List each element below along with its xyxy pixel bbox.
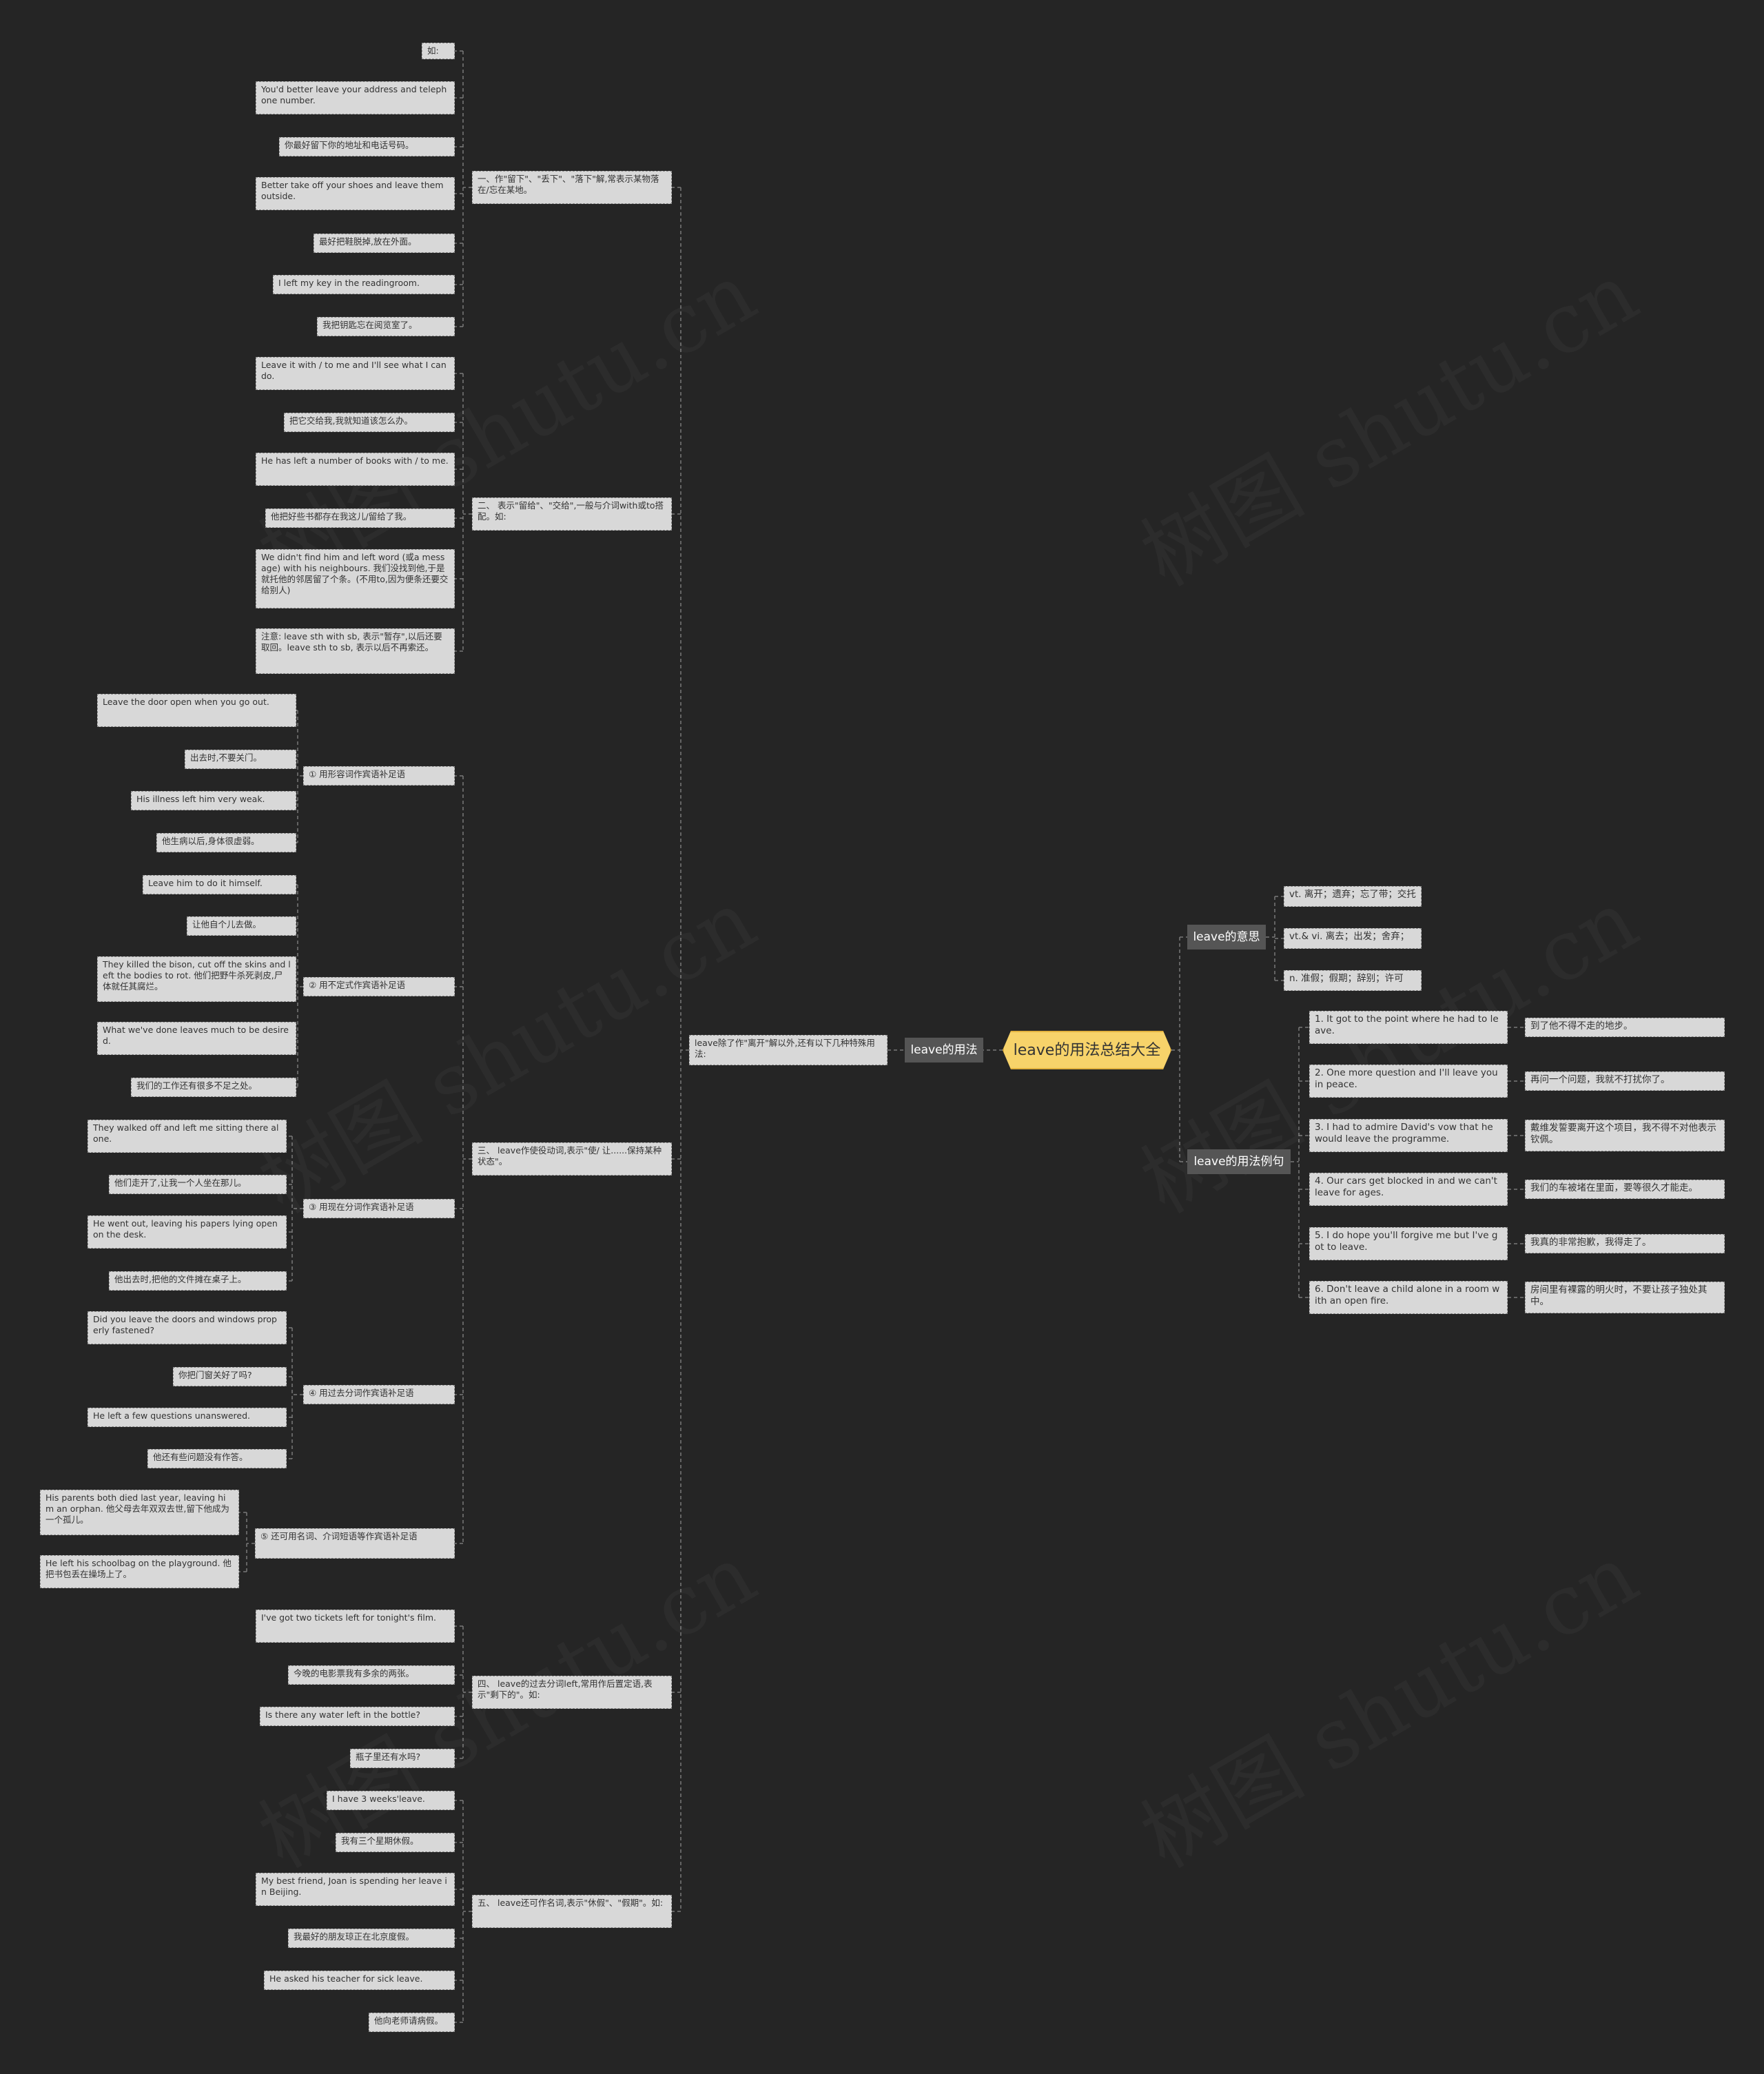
example-note[interactable]: 他向老师请病假。 <box>369 2013 455 2032</box>
sub-section-heading[interactable]: ④ 用过去分词作宾语补足语 <box>303 1385 455 1404</box>
example-note[interactable]: What we've done leaves much to be desire… <box>97 1022 296 1055</box>
example-translation[interactable]: 到了他不得不走的地步。 <box>1525 1018 1725 1037</box>
example-note[interactable]: My best friend, Joan is spending her lea… <box>256 1873 455 1906</box>
root-topic[interactable]: leave的用法总结大全 <box>1003 1031 1171 1069</box>
example-note[interactable]: You'd better leave your address and tele… <box>256 81 455 114</box>
example-sentence[interactable]: 5. I do hope you'll forgive me but I've … <box>1309 1227 1508 1260</box>
example-note[interactable]: 注意: leave sth with sb, 表示"暂存",以后还要取回。lea… <box>256 628 455 674</box>
example-sentence[interactable]: 3. I had to admire David's vow that he w… <box>1309 1119 1508 1152</box>
sub-section-heading[interactable]: ③ 用现在分词作宾语补足语 <box>303 1199 455 1218</box>
example-translation[interactable]: 我们的车被堵在里面，要等很久才能走。 <box>1525 1180 1725 1199</box>
example-note[interactable]: They killed the bison, cut off the skins… <box>97 956 296 1002</box>
branch-examples[interactable]: leave的用法例句 <box>1187 1149 1291 1174</box>
usage-intro[interactable]: leave除了作"离开"解以外,还有以下几种特殊用法: <box>689 1035 888 1065</box>
branch-meaning[interactable]: leave的意思 <box>1187 925 1266 949</box>
example-sentence[interactable]: 6. Don't leave a child alone in a room w… <box>1309 1281 1508 1314</box>
example-note[interactable]: I've got two tickets left for tonight's … <box>256 1610 455 1643</box>
section-heading[interactable]: 一、作"留下"、"丢下"、"落下"解,常表示某物落在/忘在某地。 <box>472 171 672 204</box>
example-note[interactable]: His illness left him very weak. <box>131 791 296 810</box>
example-note[interactable]: 如: <box>422 43 455 59</box>
meaning-item[interactable]: vt. 离开；遗弃；忘了带；交托 <box>1284 886 1422 907</box>
section-heading[interactable]: 五、 leave还可作名词,表示"休假"、"假期"。如: <box>472 1895 672 1928</box>
example-note[interactable]: 你把门窗关好了吗? <box>173 1367 287 1386</box>
example-note[interactable]: 你最好留下你的地址和电话号码。 <box>279 137 455 156</box>
sub-section-heading[interactable]: ⑤ 还可用名词、介词短语等作宾语补足语 <box>255 1528 455 1559</box>
branch-usage[interactable]: leave的用法 <box>905 1038 983 1062</box>
example-translation[interactable]: 我真的非常抱歉，我得走了。 <box>1525 1234 1725 1253</box>
example-note[interactable]: 他把好些书都存在我这儿/留给了我。 <box>265 509 455 528</box>
example-note[interactable]: Better take off your shoes and leave the… <box>256 177 455 210</box>
example-sentence[interactable]: 4. Our cars get blocked in and we can't … <box>1309 1173 1508 1206</box>
example-note[interactable]: He has left a number of books with / to … <box>256 453 455 486</box>
example-note[interactable]: 我有三个星期休假。 <box>336 1833 455 1852</box>
example-note[interactable]: Leave it with / to me and I'll see what … <box>256 357 455 390</box>
example-note[interactable]: 让他自个儿去做。 <box>187 916 296 936</box>
example-note[interactable]: 我们的工作还有很多不足之处。 <box>131 1078 296 1097</box>
example-note[interactable]: We didn't find him and left word (或a mes… <box>256 549 455 608</box>
example-note[interactable]: 他出去时,把他的文件摊在桌子上。 <box>109 1271 287 1291</box>
watermark: 树图 shutu.cn <box>1116 1510 1655 1890</box>
example-note[interactable]: 今晚的电影票我有多余的两张。 <box>288 1665 455 1685</box>
example-note[interactable]: 他们走开了,让我一个人坐在那儿。 <box>109 1175 287 1194</box>
example-note[interactable]: Did you leave the doors and windows prop… <box>88 1311 287 1344</box>
example-note[interactable]: He left his schoolbag on the playground.… <box>40 1555 239 1588</box>
example-sentence[interactable]: 2. One more question and I'll leave you … <box>1309 1065 1508 1098</box>
example-note[interactable]: 出去时,不要关门。 <box>185 750 296 769</box>
example-note[interactable]: Leave the door open when you go out. <box>97 694 296 727</box>
example-note[interactable]: 把它交给我,我就知道该怎么办。 <box>284 413 455 432</box>
example-note[interactable]: They walked off and left me sitting ther… <box>88 1120 287 1153</box>
section-heading[interactable]: 二、 表示"留给"、"交给",一般与介词with或to搭配。如: <box>472 497 672 531</box>
example-note[interactable]: Is there any water left in the bottle? <box>260 1707 455 1726</box>
example-note[interactable]: 他还有些问题没有作答。 <box>147 1449 287 1468</box>
example-note[interactable]: I left my key in the readingroom. <box>273 275 455 294</box>
example-note[interactable]: He went out, leaving his papers lying op… <box>88 1215 287 1249</box>
watermark: 树图 shutu.cn <box>1116 228 1655 608</box>
example-translation[interactable]: 再问一个问题，我就不打扰你了。 <box>1525 1071 1725 1091</box>
example-translation[interactable]: 房间里有裸露的明火时，不要让孩子独处其中。 <box>1525 1282 1725 1313</box>
section-heading[interactable]: 三、 leave作使役动词,表示"使/ 让......保持某种状态"。 <box>472 1142 672 1175</box>
example-note[interactable]: 瓶子里还有水吗? <box>350 1749 455 1768</box>
example-note[interactable]: 我最好的朋友琼正在北京度假。 <box>288 1929 455 1948</box>
sub-section-heading[interactable]: ① 用形容词作宾语补足语 <box>303 766 455 786</box>
section-heading[interactable]: 四、 leave的过去分词left,常用作后置定语,表示"剩下的"。如: <box>472 1676 672 1709</box>
meaning-item[interactable]: n. 准假；假期；辞别；许可 <box>1284 970 1422 991</box>
example-note[interactable]: 最好把鞋脱掉,放在外面。 <box>314 234 455 253</box>
sub-section-heading[interactable]: ② 用不定式作宾语补足语 <box>303 977 455 996</box>
example-note[interactable]: He asked his teacher for sick leave. <box>264 1971 455 1990</box>
example-note[interactable]: Leave him to do it himself. <box>143 875 296 894</box>
example-note[interactable]: 他生病以后,身体很虚弱。 <box>156 833 296 852</box>
example-note[interactable]: 我把钥匙忘在阅览室了。 <box>317 317 455 336</box>
example-note[interactable]: His parents both died last year, leaving… <box>40 1490 239 1535</box>
example-sentence[interactable]: 1. It got to the point where he had to l… <box>1309 1011 1508 1044</box>
example-translation[interactable]: 戴维发誓要离开这个项目，我不得不对他表示钦佩。 <box>1525 1120 1725 1151</box>
meaning-item[interactable]: vt.& vi. 离去；出发；舍弃； <box>1284 928 1422 949</box>
example-note[interactable]: I have 3 weeks'leave. <box>327 1791 455 1810</box>
example-note[interactable]: He left a few questions unanswered. <box>88 1408 287 1427</box>
